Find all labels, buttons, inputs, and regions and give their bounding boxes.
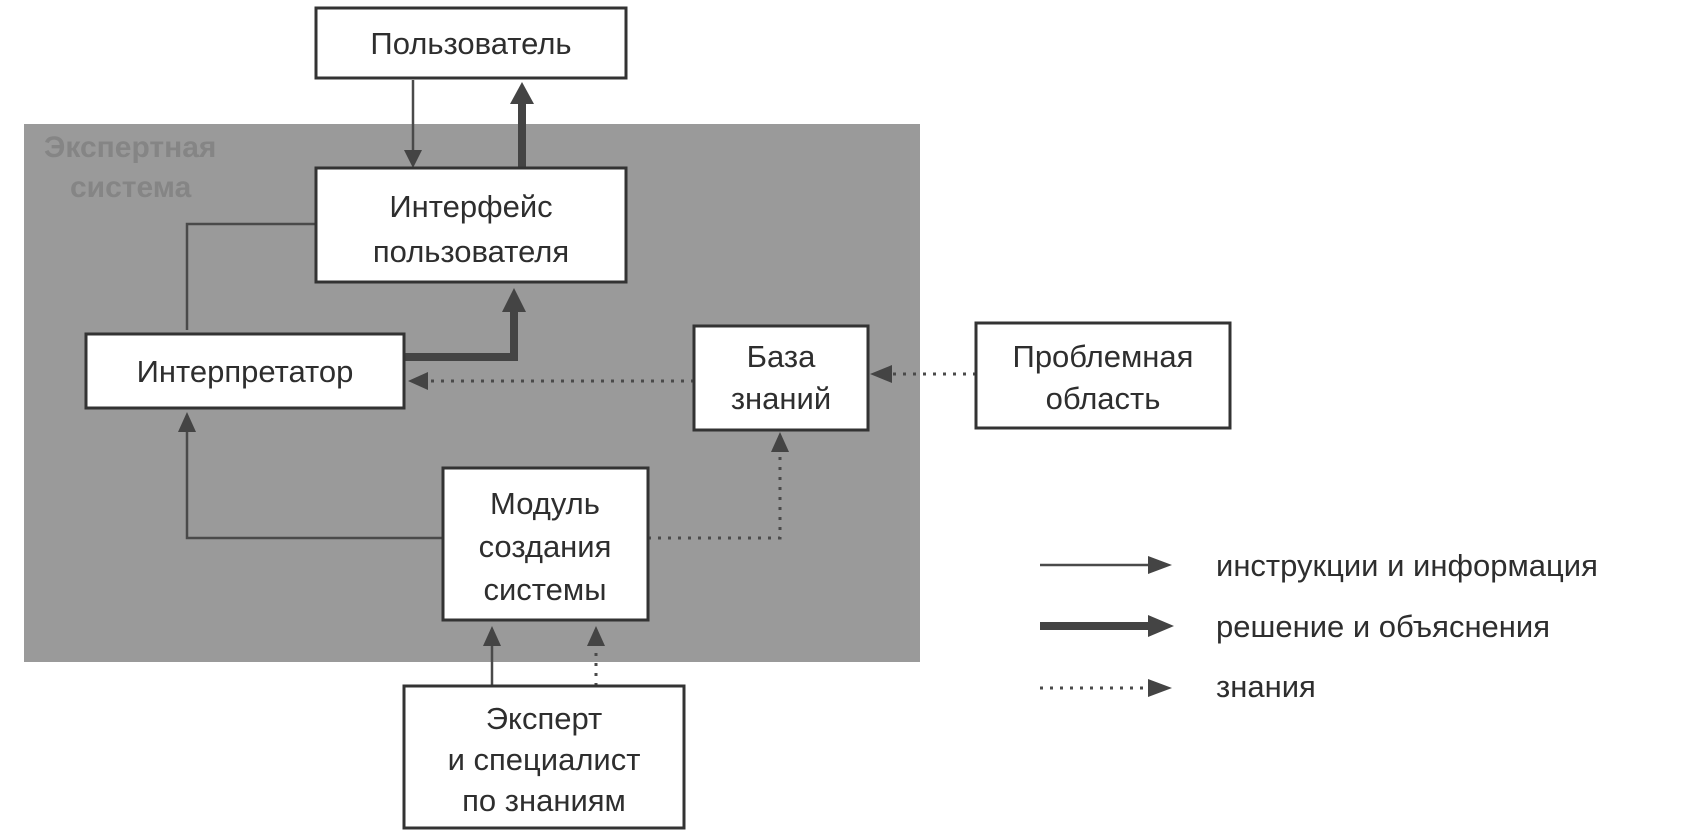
arrowhead-expert-to-builder-knowledge: [587, 626, 605, 646]
legend-arrowhead-thick: [1148, 615, 1174, 637]
arrowhead-interpreter-to-interface: [502, 288, 526, 312]
edge-interface-to-interpreter: [185, 222, 316, 330]
region-label-line-1: Экспертная: [44, 131, 216, 164]
legend-item-knowledge: знания: [1040, 669, 1316, 704]
arrowhead-interface-to-user: [510, 82, 534, 104]
node-interpreter: Интерпретатор: [84, 332, 406, 410]
legend-item-instructions: инструкции и информация: [1040, 548, 1598, 583]
node-user-interface-line-1: Интерфейс: [389, 189, 552, 224]
node-builder-module-line-1: Модуль: [490, 486, 600, 521]
arrowhead-builder-to-kb: [771, 432, 789, 452]
node-builder-module-line-2: создания: [479, 529, 612, 564]
node-interpreter-label: Интерпретатор: [137, 354, 354, 389]
node-knowledge-base-line-1: База: [747, 339, 816, 374]
region-label-line-2: система: [70, 171, 192, 204]
node-user: Пользователь: [314, 6, 628, 80]
node-knowledge-base: База знаний: [692, 324, 870, 432]
arrowhead-user-to-interface: [404, 150, 422, 168]
arrowhead-kb-to-interpreter: [408, 372, 428, 390]
legend-label-solutions: решение и объяснения: [1216, 609, 1550, 644]
legend-label-knowledge: знания: [1216, 669, 1316, 704]
edge-builder-to-kb: [648, 450, 782, 540]
node-expert-line-3: по знаниям: [462, 783, 626, 818]
legend: инструкции и информация решение и объясн…: [1040, 548, 1598, 704]
node-expert-line-1: Эксперт: [486, 701, 602, 736]
edge-interpreter-to-interface: [404, 308, 518, 361]
edge-builder-to-interpreter: [185, 428, 443, 540]
node-problem-domain-line-1: Проблемная: [1013, 339, 1194, 374]
legend-arrowhead-dotted: [1148, 679, 1172, 697]
legend-label-instructions: инструкции и информация: [1216, 548, 1598, 583]
node-problem-domain-line-2: область: [1046, 381, 1161, 416]
arrowhead-domain-to-kb: [870, 365, 892, 383]
node-problem-domain: Проблемная область: [974, 321, 1232, 430]
node-builder-module: Модуль создания системы: [441, 466, 650, 622]
node-user-label: Пользователь: [370, 26, 571, 61]
node-user-interface: Интерфейс пользователя: [314, 166, 628, 284]
arrowhead-expert-to-builder-instructions: [483, 626, 501, 646]
node-expert: Эксперт и специалист по знаниям: [402, 684, 686, 830]
node-user-interface-line-2: пользователя: [373, 234, 569, 269]
connectors: [178, 80, 976, 686]
legend-item-solutions: решение и объяснения: [1040, 609, 1550, 644]
arrowhead-builder-to-interpreter: [178, 412, 196, 432]
node-builder-module-line-3: системы: [483, 572, 606, 607]
legend-arrowhead-thin: [1148, 556, 1172, 574]
node-expert-line-2: и специалист: [448, 742, 641, 777]
node-knowledge-base-line-2: знаний: [731, 381, 831, 416]
